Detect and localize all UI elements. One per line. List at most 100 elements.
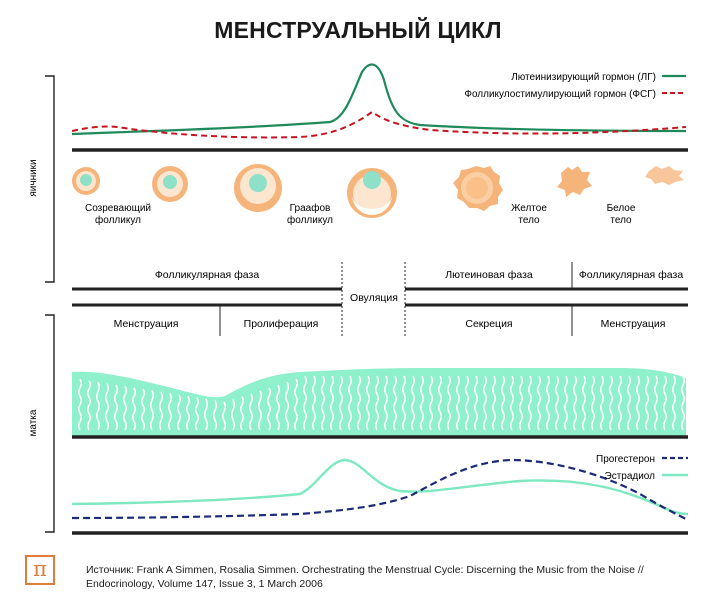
follicle-maturing-label: Созревающий bbox=[85, 203, 151, 214]
gland-line bbox=[266, 387, 272, 431]
gland-line bbox=[617, 375, 623, 431]
gland-line bbox=[230, 399, 236, 431]
gland-line bbox=[428, 375, 434, 431]
gland-line bbox=[203, 398, 209, 431]
gland-line bbox=[401, 375, 407, 431]
gland-line bbox=[104, 383, 110, 431]
gland-line bbox=[149, 390, 155, 431]
follicle-graafian-label: Граафов bbox=[290, 202, 331, 214]
gland-line bbox=[347, 375, 353, 431]
gland-line bbox=[662, 375, 668, 431]
gland-line bbox=[212, 400, 218, 431]
source-line-1: Источник: Frank A Simmen, Rosalia Simmen… bbox=[86, 564, 644, 576]
gland-line bbox=[167, 392, 173, 431]
source-citation: Источник: Frank A Simmen, Rosalia Simmen… bbox=[86, 563, 686, 591]
gland-line bbox=[95, 381, 101, 431]
gland-line bbox=[518, 375, 524, 431]
ovaries-side-label: яичники bbox=[28, 159, 39, 196]
follicle-maturing-label-2: фолликул bbox=[95, 214, 141, 226]
source-line-2: Endocrinology, Volume 147, Issue 3, 1 Ma… bbox=[86, 578, 323, 590]
gland-line bbox=[302, 375, 308, 431]
gland-line bbox=[329, 375, 335, 431]
gland-line bbox=[194, 397, 200, 431]
endometrium-layer bbox=[72, 368, 686, 436]
uterus-side-label: матка bbox=[28, 409, 39, 436]
gland-line bbox=[320, 375, 326, 431]
gland-line bbox=[491, 375, 497, 431]
gland-line bbox=[653, 375, 659, 431]
gland-line bbox=[293, 378, 299, 431]
progesterone-curve bbox=[71, 458, 689, 521]
gland-line bbox=[365, 375, 371, 431]
gland-line bbox=[77, 378, 83, 431]
gland-line bbox=[509, 375, 515, 431]
gland-line bbox=[563, 375, 569, 431]
corpus-albicans-label: Белое bbox=[607, 203, 636, 214]
fsh-legend-label: Фолликулостимулирующий гормон (ФСГ) bbox=[464, 89, 656, 100]
phase-proliferation: Пролиферация bbox=[244, 318, 319, 330]
endometrial-glands bbox=[77, 375, 686, 431]
page-title: МЕНСТРУАЛЬНЫЙ ЦИКЛ bbox=[214, 17, 502, 43]
phase-ovulation: Овуляция bbox=[350, 292, 398, 304]
gland-line bbox=[176, 394, 182, 431]
phase-menstruation-2: Менструация bbox=[601, 318, 666, 330]
phase-follicular-1: Фолликулярная фаза bbox=[155, 269, 260, 281]
gland-line bbox=[392, 375, 398, 431]
gland-line bbox=[500, 375, 506, 431]
gland-line bbox=[275, 384, 281, 431]
gland-line bbox=[419, 375, 425, 431]
gland-line bbox=[680, 375, 686, 431]
gland-line bbox=[257, 390, 263, 431]
corpus-albicans-label-2: тело bbox=[610, 215, 632, 226]
corpus-luteum-label-2: тело bbox=[518, 215, 540, 226]
follicle-ovulating-icon bbox=[347, 168, 397, 218]
gland-line bbox=[383, 375, 389, 431]
progesterone-legend-label: Прогестерон bbox=[596, 454, 655, 465]
fsh-curve bbox=[71, 110, 687, 139]
gland-line bbox=[311, 375, 317, 431]
phase-secretion: Секреция bbox=[465, 318, 512, 330]
gland-line bbox=[626, 375, 632, 431]
lh-curve bbox=[71, 63, 687, 136]
gland-line bbox=[446, 375, 452, 431]
estradiol-curve bbox=[71, 458, 689, 516]
gland-line bbox=[131, 387, 137, 431]
corpus-albicans-small-icon bbox=[645, 166, 684, 185]
phase-follicular-2: Фолликулярная фаза bbox=[579, 269, 684, 281]
lh-legend-label: Лютеинизирующий гормон (ЛГ) bbox=[511, 72, 656, 83]
gland-line bbox=[545, 375, 551, 431]
gland-line bbox=[140, 388, 146, 431]
gland-line bbox=[581, 375, 587, 431]
gland-line bbox=[374, 375, 380, 431]
gland-line bbox=[113, 384, 119, 431]
gland-line bbox=[356, 375, 362, 431]
gland-line bbox=[122, 385, 128, 431]
gland-line bbox=[284, 381, 290, 431]
corpus-luteum-label: Желтое bbox=[511, 203, 547, 214]
follicle-graafian-icon bbox=[234, 164, 282, 212]
gland-line bbox=[644, 375, 650, 431]
publisher-logo: π bbox=[25, 555, 55, 585]
gland-line bbox=[608, 375, 614, 431]
gland-line bbox=[473, 375, 479, 431]
gland-line bbox=[671, 375, 677, 431]
gland-line bbox=[455, 375, 461, 431]
gland-line bbox=[536, 375, 542, 431]
gland-line bbox=[464, 375, 470, 431]
corpus-luteum-icon bbox=[453, 166, 503, 211]
gland-line bbox=[527, 375, 533, 431]
gland-line bbox=[86, 380, 92, 431]
follicle-early-icon bbox=[72, 167, 100, 195]
gland-line bbox=[338, 375, 344, 431]
gland-line bbox=[248, 393, 254, 431]
estradiol-legend-label: Эстрадиол bbox=[605, 471, 656, 482]
gland-line bbox=[590, 375, 596, 431]
gland-line bbox=[554, 375, 560, 431]
phase-menstruation-1: Менструация bbox=[114, 318, 179, 330]
gland-line bbox=[599, 375, 605, 431]
gland-line bbox=[482, 375, 488, 431]
uterus-bracket bbox=[45, 314, 55, 533]
gland-line bbox=[221, 401, 227, 431]
gland-line bbox=[185, 395, 191, 431]
